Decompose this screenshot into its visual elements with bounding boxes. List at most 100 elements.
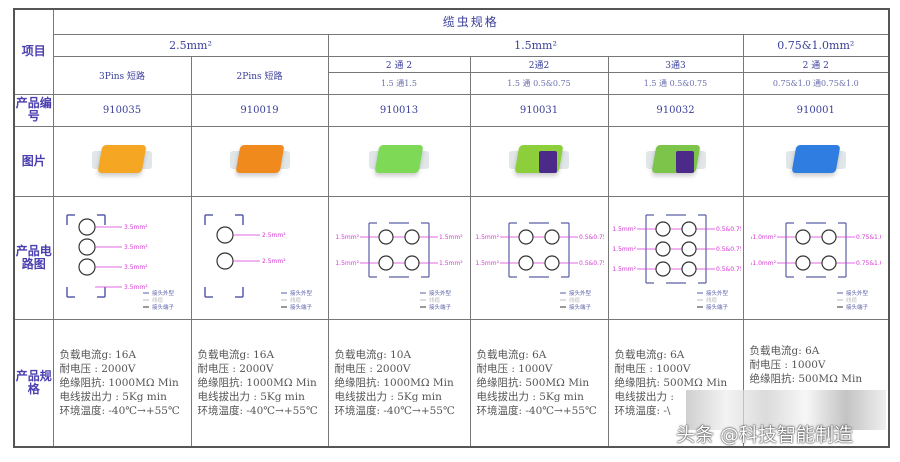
watermark: 头条 @科技智能制造 xyxy=(676,424,854,446)
legend-label: 接头端子 xyxy=(706,303,729,311)
spec-line: 电线拔出力 : xyxy=(614,390,674,403)
row-label-code: 产品编号 xyxy=(13,93,54,127)
wire-size-label: 1.5mm² xyxy=(439,260,463,267)
legend-label: 接头端子 xyxy=(846,303,869,311)
wire-size-label: 1.5mm² xyxy=(612,226,636,233)
legend-label: 接头端子 xyxy=(152,303,175,311)
connector-image xyxy=(92,139,152,179)
legend-label: 接头外型 xyxy=(429,289,452,297)
wire-size-label: 3.5mm² xyxy=(124,284,148,291)
row-label-item: 项目 xyxy=(13,8,54,95)
legend-label: 线缆 xyxy=(290,296,302,304)
product-image xyxy=(742,125,890,197)
spec-line: 耐电压 : 2000V xyxy=(334,362,411,375)
wire-size-label: 1.5mm² xyxy=(475,260,499,267)
spec-line: 耐电压 : 2000V xyxy=(59,362,136,375)
product-code: 910031 xyxy=(469,93,609,127)
product-image xyxy=(607,125,744,197)
spec-line: 环境温度: -40℃→+55℃ xyxy=(334,404,455,417)
product-image xyxy=(469,125,609,197)
group-header: 0.75&1.0mm² xyxy=(742,33,890,57)
spec-line: 负载电流g: 16A xyxy=(59,348,137,361)
spec-line: 耐电压 : 2000V xyxy=(197,362,274,375)
product-image xyxy=(327,125,471,197)
legend-label: 接头端子 xyxy=(290,303,313,311)
connector-image xyxy=(229,139,290,179)
wire-size-label: 1.5mm² xyxy=(612,266,636,273)
legend-label: 线缆 xyxy=(846,296,858,304)
spec-line: 环境温度: -40℃→+55℃ xyxy=(59,404,180,417)
wire-size-label: 0.5&0.75mm² xyxy=(716,246,741,253)
product-image xyxy=(52,125,192,197)
col-subheader-detail: 1.5 通 0.5&0.75 xyxy=(469,71,609,95)
spec-line: 电线拔出力 : 5Kg min xyxy=(334,390,442,403)
wire-size-label: 0.5&0.75mm² xyxy=(716,266,741,273)
legend-label: 接头外型 xyxy=(152,289,175,297)
spec-line: 绝缘阻抗: 1000MΩ Min xyxy=(197,376,317,389)
connector-image xyxy=(645,139,706,179)
wire-size-label: 1.5mm² xyxy=(439,234,463,241)
col-subheader-detail: 0.75&1.0 通0.75&1.0 xyxy=(742,71,890,95)
col-subheader-detail: 1.5 通1.5 xyxy=(327,71,471,95)
legend-label: 接头外型 xyxy=(706,289,729,297)
legend-label: 线缆 xyxy=(152,296,164,304)
spec-line: 电线拔出力 : 5Kg min xyxy=(197,390,305,403)
wire-size-label: 2.5mm² xyxy=(262,232,286,239)
spec-line: 绝缘阻抗: 1000MΩ Min xyxy=(334,376,454,389)
product-code: 910035 xyxy=(52,93,192,127)
wire-size-label: 3.5mm² xyxy=(124,264,148,271)
wire-size-label: 1.5mm² xyxy=(475,234,499,241)
wire-size-label: 1.5mm² xyxy=(335,260,359,267)
col-subheader: 3Pins 短路 xyxy=(52,55,192,95)
col-subheader: 2 通 2 xyxy=(327,55,471,73)
legend-label: 接头外型 xyxy=(846,289,869,297)
wire-size-label: 0.75&1.0mm² xyxy=(751,234,777,241)
product-image xyxy=(190,125,329,197)
wire-size-label: 0.5&0.75mm² xyxy=(716,226,741,233)
legend-label: 接头外型 xyxy=(569,289,592,297)
wire-size-label: 0.75&1.0mm² xyxy=(856,234,881,241)
row-label-spec: 产品规格 xyxy=(13,318,54,448)
spec-line: 绝缘阻抗: 500MΩ Min xyxy=(614,376,728,389)
col-subheader: 3通3 xyxy=(607,55,744,73)
col-subheader: 2通2 xyxy=(469,55,609,73)
connector-image xyxy=(785,139,846,179)
legend-label: 线缆 xyxy=(429,296,441,304)
spec-line: 绝缘阻抗: 1000MΩ Min xyxy=(59,376,179,389)
connector-image xyxy=(509,139,569,179)
wire-size-label: 3.5mm² xyxy=(124,244,148,251)
spec-line: 环境温度: -40℃→+55℃ xyxy=(476,404,597,417)
product-code: 910032 xyxy=(607,93,744,127)
legend-label: 线缆 xyxy=(569,296,581,304)
spec-line: 负载电流g: 6A xyxy=(749,344,820,357)
circuit-diagram: 0.75&1.0mm² 0.75&1.0mm² 0.75&1.0mm² 0.75&1.… xyxy=(734,195,898,320)
spec-line: 环境温度: -\ xyxy=(614,404,671,417)
wire-size-label: 0.5&0.75mm² xyxy=(579,234,604,241)
wire-size-label: 1.5mm² xyxy=(335,234,359,241)
spec-line: 环境温度: -40℃→+55℃ xyxy=(197,404,318,417)
wire-size-label: 0.75&1.0mm² xyxy=(751,260,777,267)
spec-line: 耐电压 : 1000V xyxy=(749,358,826,371)
circuit-diagram: 1.5mm²0.5&0.75mm²1.5mm²0.5&0.75mm²接头外型线缆… xyxy=(469,195,621,320)
wire-size-label: 0.75&1.0mm² xyxy=(856,260,881,267)
spec-line: 负载电流g: 6A xyxy=(476,348,547,361)
spec-line: 电线拔出力 : 5Kg min xyxy=(59,390,167,403)
spec-line: 负载电流g: 10A xyxy=(334,348,412,361)
spec-line: 电线拔出力 : 5Kg min xyxy=(476,390,584,403)
group-header: 2.5mm² xyxy=(52,33,329,57)
col-subheader: 2Pins 短路 xyxy=(190,55,329,95)
spec-line: 耐电压 : 1000V xyxy=(476,362,553,375)
connector-image xyxy=(369,139,429,179)
col-subheader: 2 通 2 xyxy=(742,55,890,73)
wire-size-label: 1.5mm² xyxy=(612,246,636,253)
legend-label: 接头端子 xyxy=(569,303,592,311)
product-code: 910019 xyxy=(190,93,329,127)
product-code: 910013 xyxy=(327,93,471,127)
row-label-image: 图片 xyxy=(13,125,54,197)
